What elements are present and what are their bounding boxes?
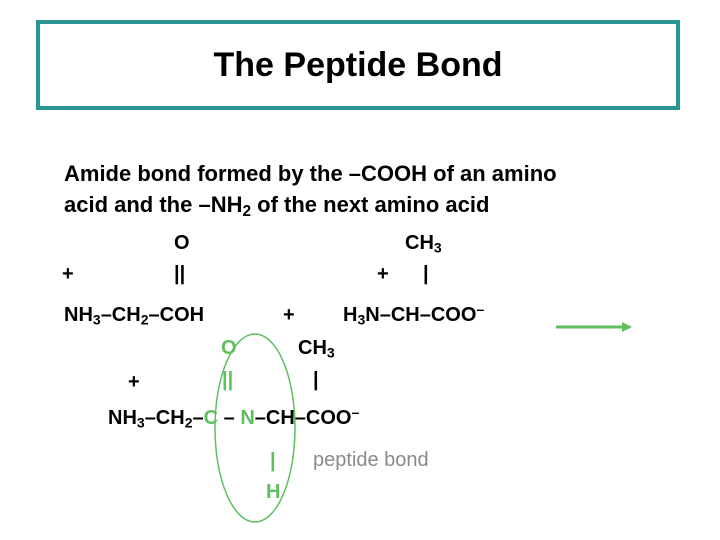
product-formula: NH3–CH2–C – N–CH–COO– (108, 404, 360, 431)
reactant1-formula: NH3–CH2–COH (64, 304, 205, 328)
reactant1-charge: + (62, 263, 74, 285)
product-methyl: CH3 (298, 337, 335, 361)
product-charge: + (128, 371, 140, 393)
peptide-bond-label: peptide bond (313, 449, 429, 471)
reactant2-methyl: CH3 (405, 232, 442, 256)
title-box: The Peptide Bond (36, 20, 680, 110)
reactant2-bond: | (423, 263, 429, 285)
reactant1-oxygen: O (174, 232, 190, 254)
product-double-bond: || (222, 369, 234, 391)
reactant2-charge: + (377, 263, 389, 285)
intro-line-1: Amide bond formed by the –COOH of an ami… (64, 161, 557, 186)
product-methyl-bond: | (313, 369, 319, 391)
reactant1-double-bond: || (174, 263, 186, 285)
product-n-hydrogen: H (266, 481, 281, 503)
intro-line-2: acid and the –NH2 of the next amino acid (64, 192, 490, 220)
slide-title: The Peptide Bond (213, 45, 503, 84)
reaction-plus: + (283, 304, 295, 326)
reactant2-formula: H3N–CH–COO– (343, 301, 485, 328)
product-n-bond: | (270, 450, 276, 472)
product-oxygen: O (221, 337, 237, 359)
peptide-bond-highlight (214, 333, 296, 523)
